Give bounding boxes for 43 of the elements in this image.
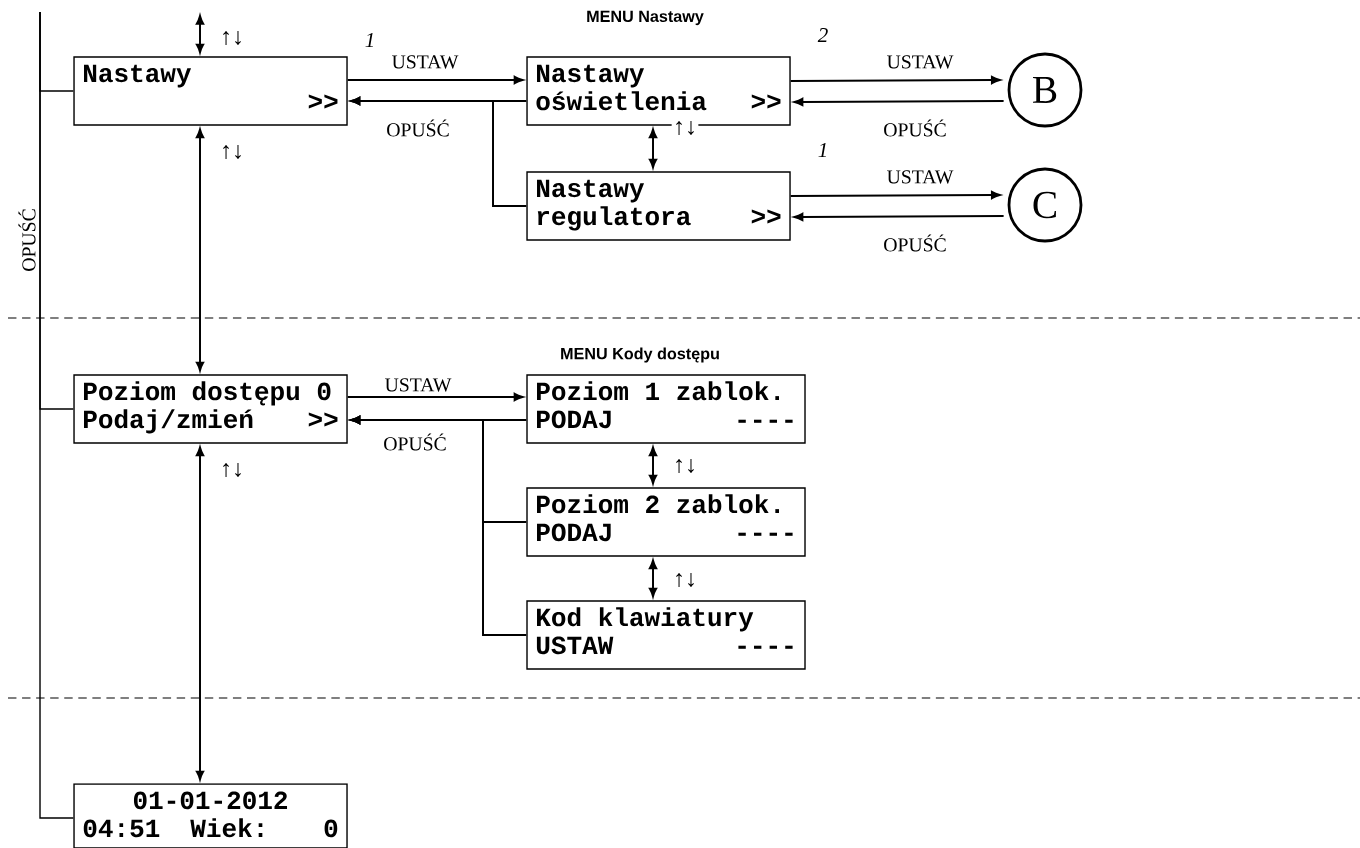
arrow [789,190,1001,200]
display-box: Poziom dostępu 0 Podaj/zmień >> [73,374,348,444]
edge-label: ↑↓ [218,29,246,47]
edge-label: USTAW [383,376,453,394]
edge-label: OPUŚĆ [881,233,949,253]
step-number: 1 [365,33,373,47]
arrow [350,415,528,636]
arrow [793,97,1005,107]
circle-connector: C [1007,167,1083,243]
edge-label: USTAW [885,168,955,186]
display-box: Nastawy >> [73,56,348,126]
arrow [648,446,658,485]
edge-label: USTAW [390,53,460,71]
arrow [789,75,1001,85]
display-box: 01-01-2012 04:51 Wiek: 0 [73,783,348,848]
arrow [350,96,528,207]
step-number: 1 [818,143,826,157]
display-box: Poziom 2 zablok. PODAJ ---- [526,487,806,557]
edge-label: ↑↓ [218,461,246,479]
edge-label: OPUŚĆ [381,432,449,452]
edge-label: OPUŚĆ [881,118,949,138]
arrow [346,75,524,85]
arrow [346,392,524,402]
arrow [195,14,205,54]
edge-label: ↑↓ [671,457,699,475]
edge-label: USTAW [885,53,955,71]
menu-title: MENU Nastawy [587,10,704,26]
edge-label: OPUŚĆ [384,118,452,138]
arrow [195,128,205,372]
arrow [793,212,1005,222]
edge-label: ↑↓ [671,119,699,137]
connector-line [39,11,75,819]
circle-connector: B [1007,52,1083,128]
edge-label: OPUŚĆ [17,206,37,274]
arrow [648,559,658,598]
display-box: Nastawy regulatora >> [526,171,791,241]
step-number: 2 [817,28,828,42]
edge-label: ↑↓ [218,143,246,161]
display-box: Poziom 1 zablok. PODAJ ---- [526,374,806,444]
display-box: Kod klawiatury USTAW ---- [526,600,806,670]
edge-label: ↑↓ [671,571,699,589]
arrow [648,128,658,169]
arrow [195,446,205,781]
